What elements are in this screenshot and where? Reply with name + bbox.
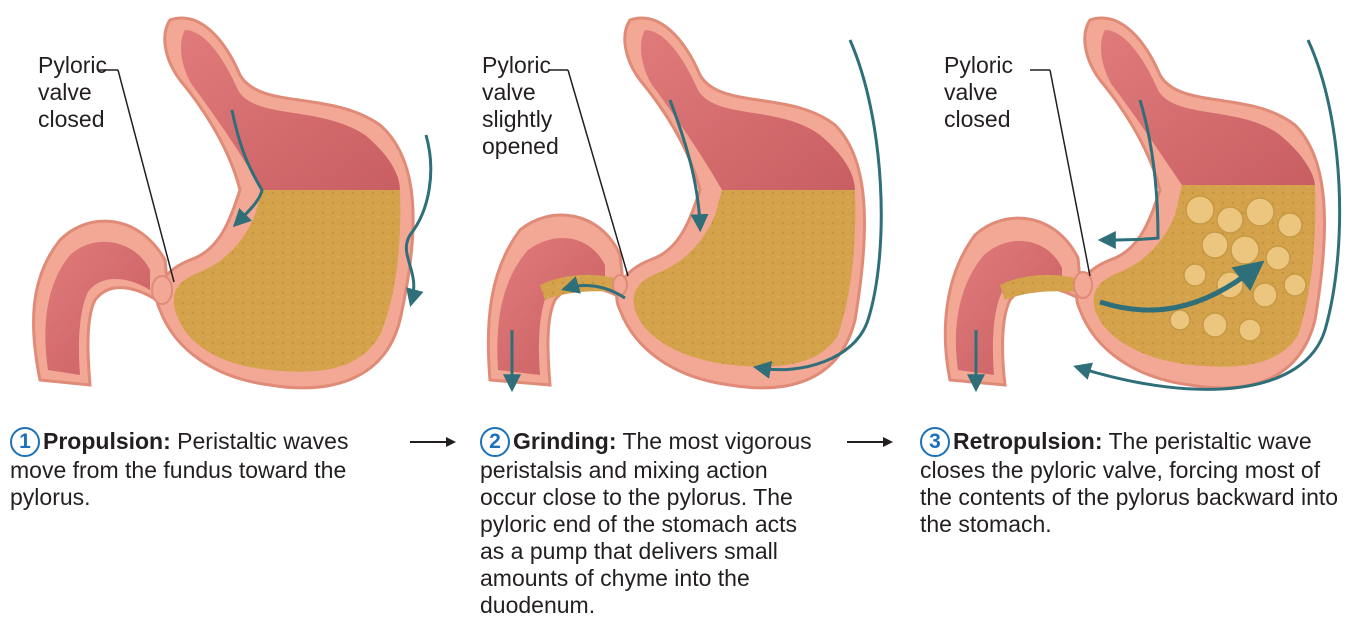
pyloric-valve: [152, 276, 172, 304]
chyme: [634, 190, 856, 367]
step-number-badge: 1: [10, 427, 40, 457]
step-number-badge: 3: [920, 427, 950, 457]
step-title: Propulsion:: [43, 428, 171, 454]
chyme: [174, 190, 401, 372]
valve-label: Pyloric valve closed: [944, 52, 1013, 133]
flow-arrow-icon: [845, 432, 895, 452]
panel-grinding: Pyloric valve slightly opened: [470, 0, 910, 400]
panel-retropulsion: Pyloric valve closed: [900, 0, 1340, 400]
step-text: The most vigorous peristalsis and mixing…: [480, 428, 812, 618]
step-title: Grinding:: [513, 428, 616, 454]
valve-label: Pyloric valve slightly opened: [482, 52, 559, 160]
step-title: Retropulsion:: [953, 428, 1103, 454]
valve-label: Pyloric valve closed: [38, 52, 107, 133]
panel-propulsion: Pyloric valve closed: [0, 0, 440, 400]
step-number-badge: 2: [480, 427, 510, 457]
flow-arrow-icon: [408, 432, 458, 452]
